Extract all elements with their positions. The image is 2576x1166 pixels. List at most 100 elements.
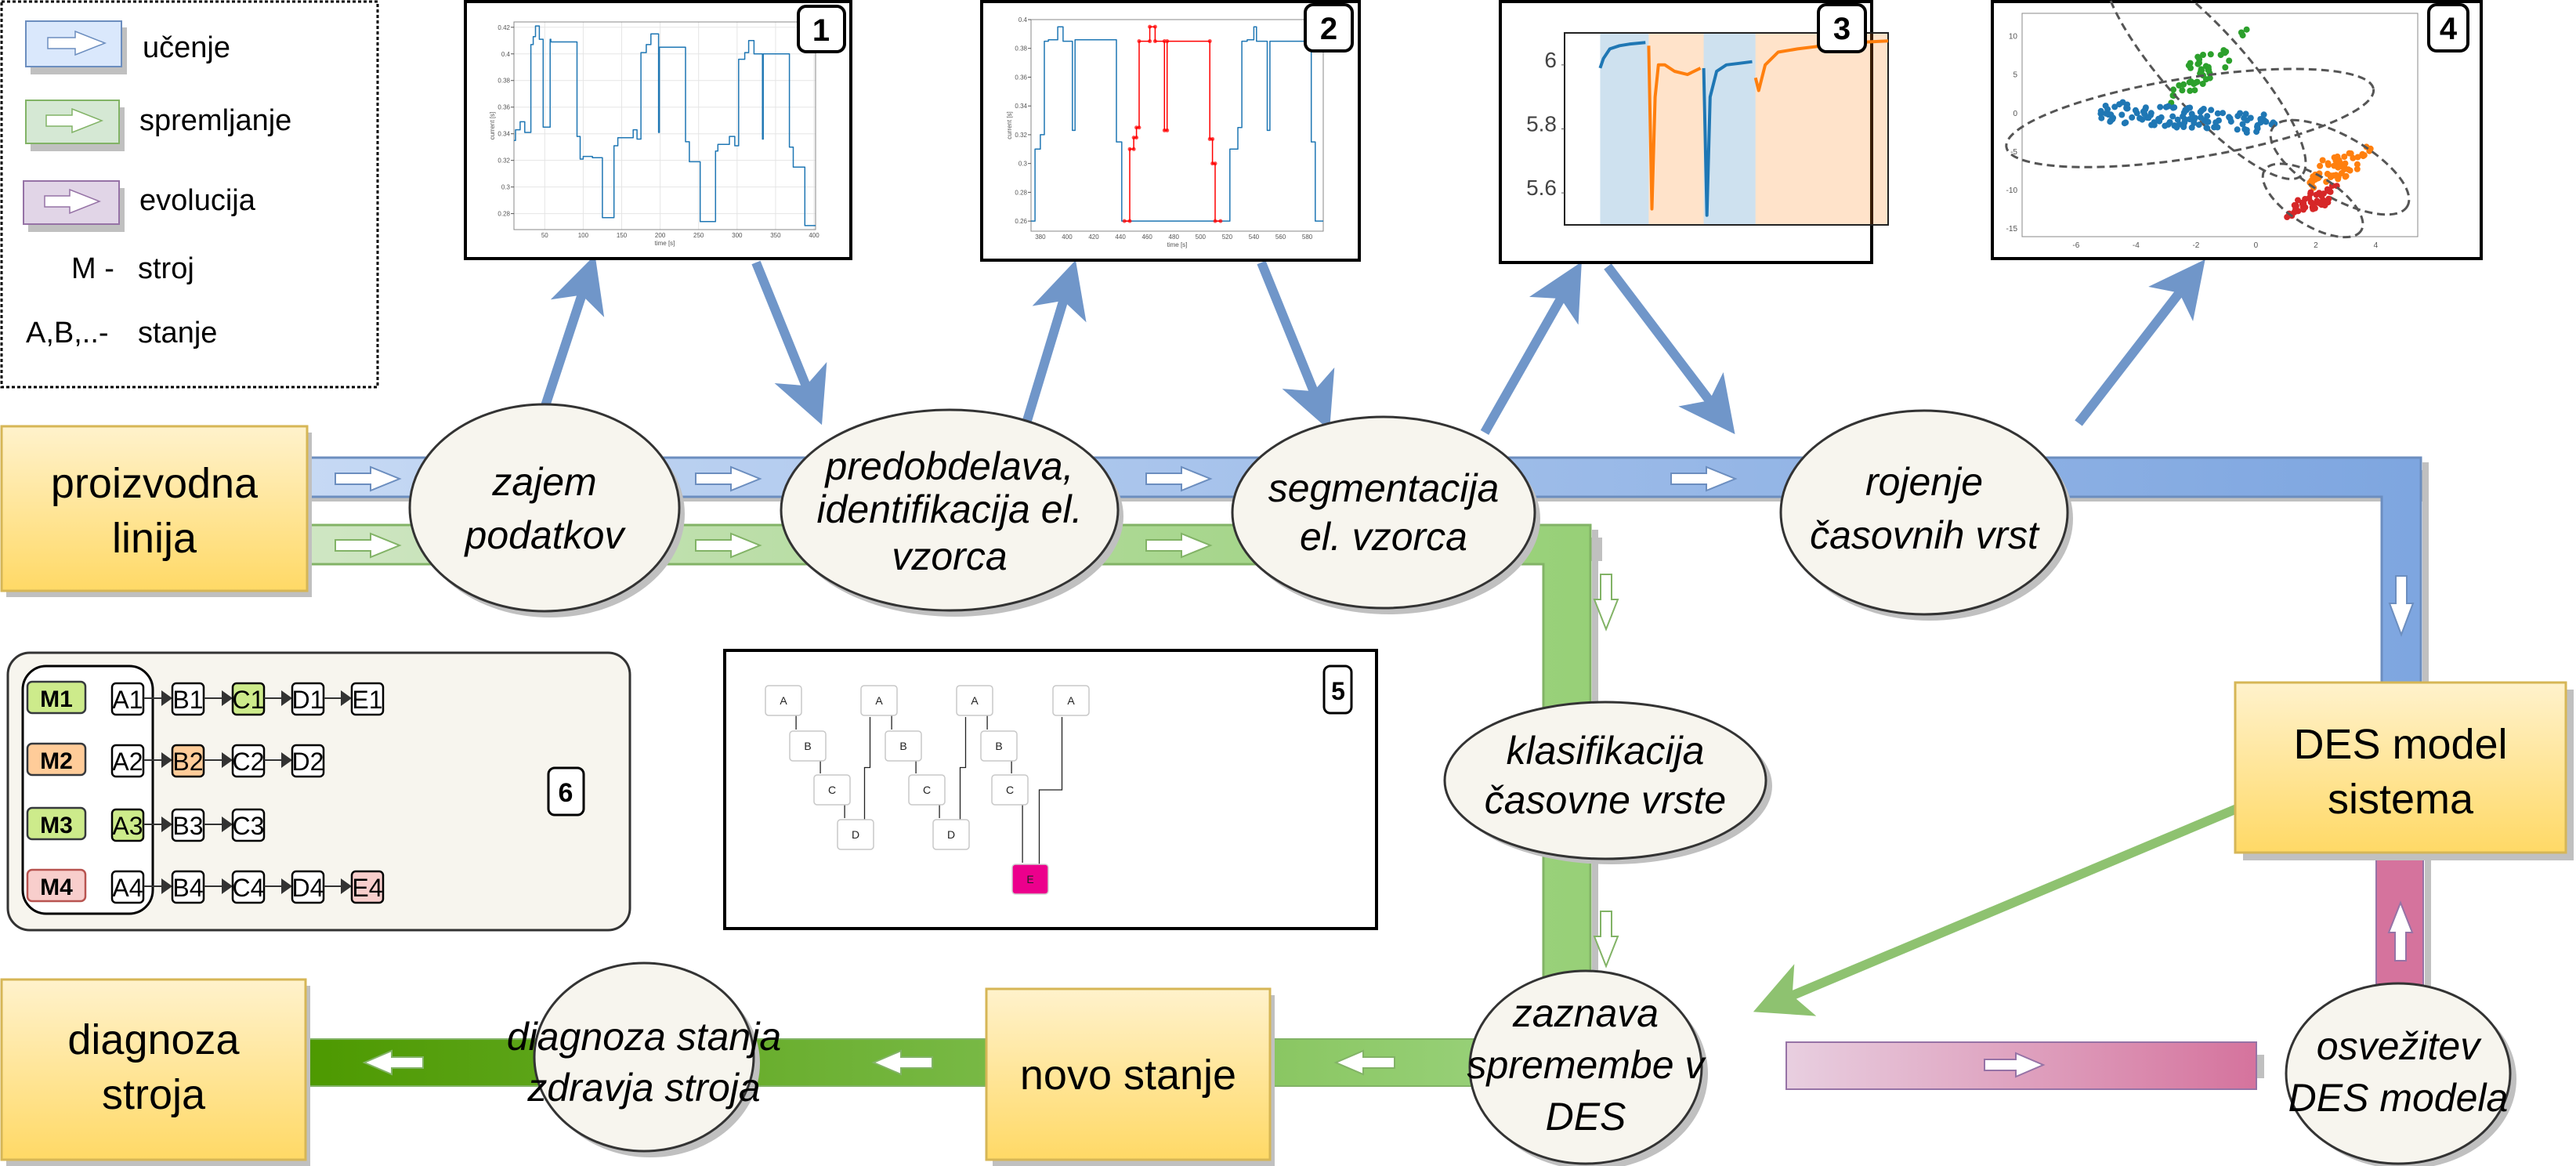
scatter-point [2116, 101, 2123, 108]
scatter-point [2204, 113, 2211, 120]
series-point [1137, 39, 1141, 44]
machine-diagnosis-box[interactable]: diagnoza stroja [0, 978, 310, 1166]
y-tick-label: 0.26 [1015, 218, 1027, 225]
arrowhead-icon [281, 878, 292, 894]
y-tick-label: 5 [2013, 71, 2017, 80]
y-tick-label: 0.36 [1015, 74, 1027, 81]
arrow-right-icon [695, 465, 762, 492]
production-line-box[interactable]: proizvodna linija [0, 425, 312, 597]
scatter-point [2316, 200, 2323, 207]
scatter-point [2243, 26, 2250, 33]
x-tick-label: 560 [1275, 234, 1286, 241]
arrowhead-icon [222, 752, 233, 768]
legend-item-monitoring: spremljanje [25, 100, 291, 151]
ellipse-classification[interactable]: klasifikacija časovne vrste [1443, 701, 1772, 864]
scatter-point [2325, 160, 2332, 167]
ellipse-health-diagnosis[interactable]: diagnoza stanja zdravja stroja [507, 961, 781, 1157]
scatter-point [2139, 116, 2146, 123]
state-node-E4 [350, 870, 385, 904]
state-panel-frame [6, 651, 631, 932]
scatter-point [2170, 86, 2177, 93]
series-point [1213, 219, 1217, 223]
machine-list-frame [21, 664, 154, 915]
scatter-point [2291, 208, 2298, 215]
y-tick-label: 0.3 [1018, 161, 1028, 168]
scatter-point [2123, 105, 2130, 112]
state-label: C1 [233, 686, 265, 714]
ellipse-segmentation[interactable]: segmentacija el. vzorca [1231, 415, 1540, 614]
dag-edge [959, 717, 967, 820]
x-tick-label: 4 [2374, 241, 2379, 250]
x-tick-label: 250 [693, 232, 704, 239]
ellipse-clustering[interactable]: rojenje časovnih vrst [1779, 409, 2073, 621]
arrow-right-icon [1145, 465, 1213, 492]
arrow-down-icon [1593, 911, 1619, 969]
change-detection-label-3: DES [1546, 1095, 1626, 1139]
scatter-point [2169, 104, 2176, 111]
scatter-point [2097, 107, 2104, 114]
ellipse-preprocessing[interactable]: predobdelava, identifikacija el. vzorca [780, 408, 1123, 617]
scatter-point [2188, 124, 2195, 131]
x-tick-label: -6 [2072, 241, 2079, 250]
badge-4-label: 4 [2440, 12, 2458, 46]
preprocessing-label-2: identifikacija el. [816, 487, 1082, 531]
x-tick-label: 580 [1302, 234, 1313, 241]
badge-1 [797, 5, 846, 53]
ellipse-data-capture[interactable]: zajem podatkov [408, 403, 685, 617]
new-state-box[interactable]: novo stanje [985, 987, 1275, 1166]
arrowhead-icon [161, 690, 172, 706]
des-model-box[interactable]: DES model sistema [2234, 681, 2574, 860]
scatter-point [2284, 214, 2291, 220]
scatter-point [2187, 64, 2194, 71]
scatter-point [2237, 110, 2244, 117]
arrowhead-icon [222, 690, 233, 706]
dag-node-B [789, 730, 827, 762]
scatter-point [2214, 110, 2221, 117]
arrow-chart3-to-clustering [1604, 263, 1735, 435]
series-point [1213, 161, 1217, 166]
arrow-capture-to-chart1 [537, 255, 605, 417]
dag-node-E [1011, 864, 1049, 895]
scatter-point [2191, 114, 2198, 121]
x-tick-label: 0 [2254, 241, 2259, 250]
plot-axes [2021, 13, 2419, 237]
arrow-clustering-to-chart4 [2075, 259, 2205, 426]
arrow-right-icon [1670, 465, 1738, 492]
y-tick-label: 0.34 [497, 131, 510, 138]
badge-6-label: 6 [559, 778, 573, 808]
state-label: E1 [352, 686, 382, 714]
arrowhead-icon [161, 878, 172, 894]
dag-node-C [813, 774, 851, 806]
clustering-label-2: časovnih vrst [1810, 513, 2040, 557]
machine-label: M4 [40, 874, 73, 900]
state-label: A4 [112, 874, 143, 902]
chart-3-plot: 5.65.86 [1526, 32, 1889, 226]
machine-label: M1 [40, 686, 73, 712]
arrow-right-icon [47, 30, 107, 56]
classification-label-2: časovne vrste [1485, 778, 1726, 822]
state-label: A2 [112, 748, 143, 776]
model-refresh-label-2: DES modela [2288, 1076, 2509, 1120]
scatter-point [2180, 113, 2187, 120]
scatter-point [2179, 87, 2186, 94]
y-tick-label: 0.34 [1015, 103, 1027, 110]
x-tick-label: 480 [1169, 234, 1180, 241]
scatter-point [2332, 172, 2339, 179]
scatter-point [2203, 125, 2210, 132]
ellipse-model-refresh[interactable]: osvežitev DES modela [2285, 982, 2516, 1166]
machine-diagnosis-label-1: diagnoza [67, 1016, 240, 1063]
scatter-point [2206, 74, 2213, 81]
scatter-point [2187, 60, 2194, 67]
scatter-point [2325, 199, 2332, 206]
scatter-point [2353, 165, 2361, 172]
flow-arrow-icons [335, 465, 2415, 1078]
ellipse-change-detection[interactable]: zaznava spremembe v DES [1467, 969, 1708, 1166]
arrow-chart1-to-preprocess [751, 260, 827, 425]
